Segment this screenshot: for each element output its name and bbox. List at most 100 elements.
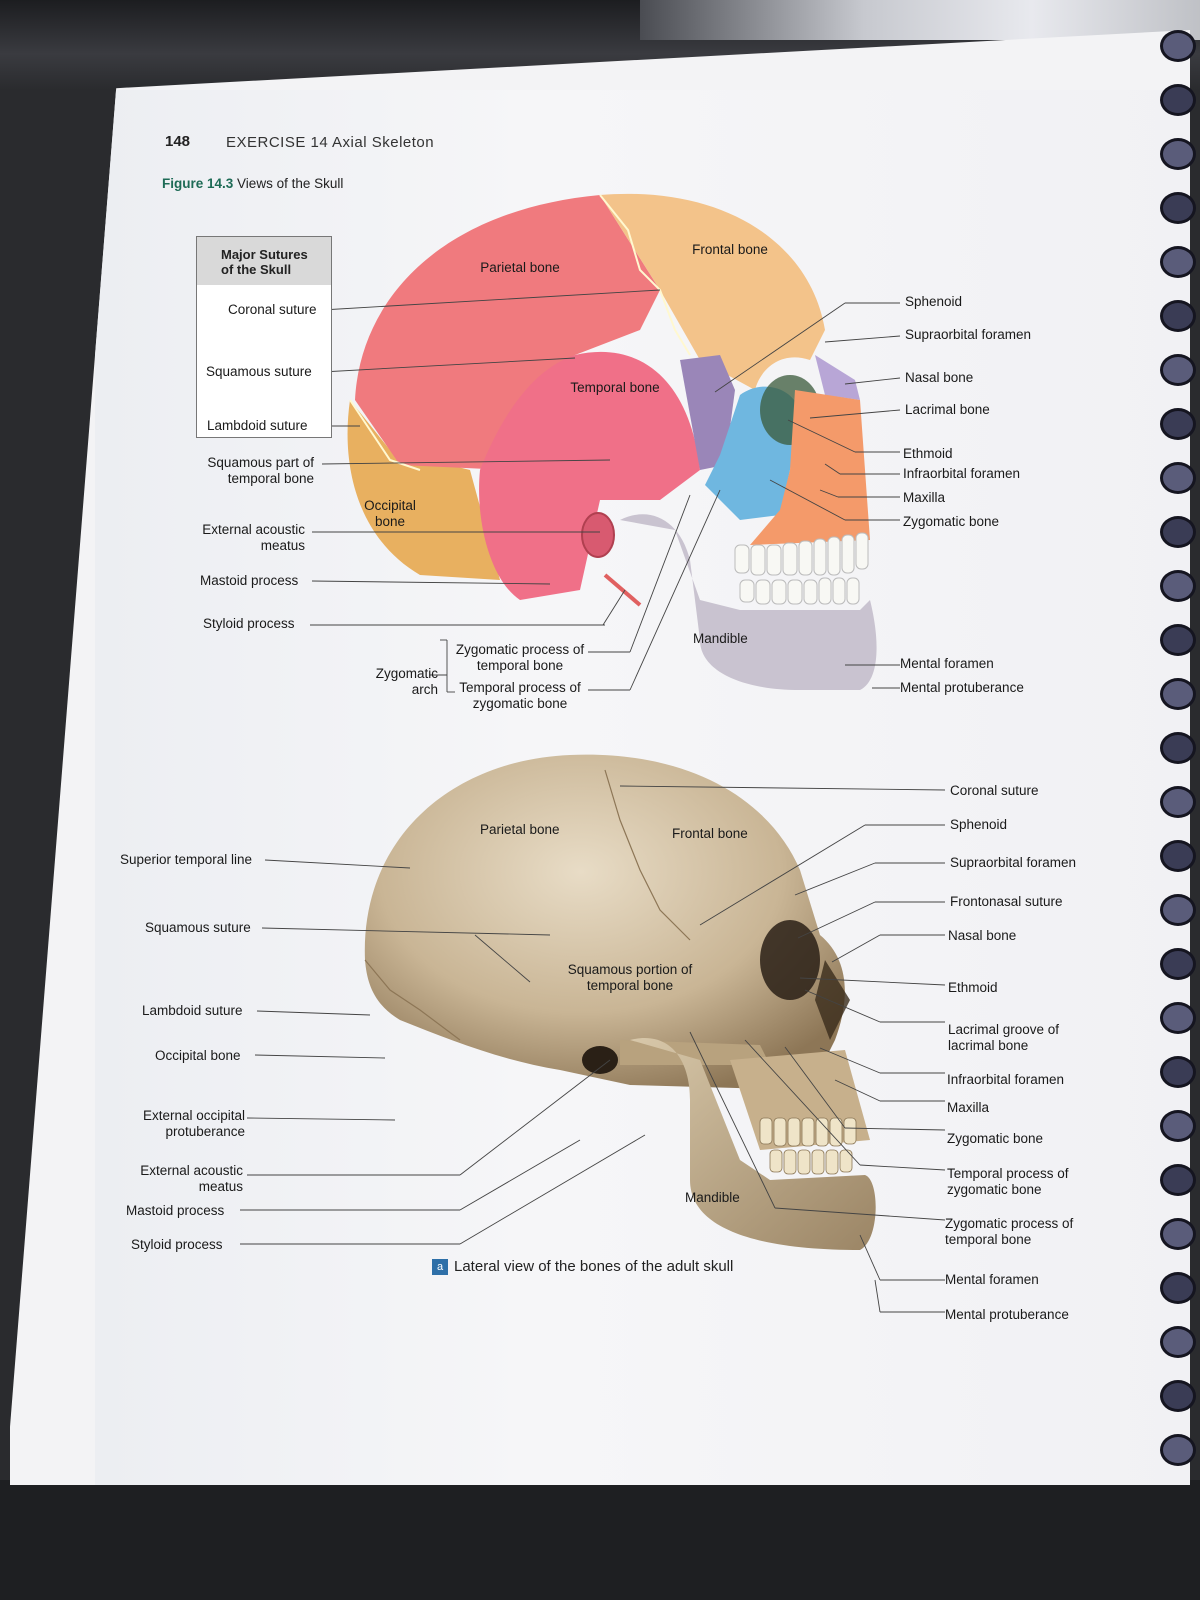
sutures-title-line2: of the Skull: [221, 262, 292, 277]
label-supraorbital-foramen-top: Supraorbital foramen: [905, 327, 1032, 342]
binding-ring: [1160, 1056, 1196, 1088]
sutures-title-line1: Major Sutures: [221, 247, 308, 262]
binding-ring: [1160, 1434, 1196, 1466]
coronal-suture-line: [599, 194, 691, 356]
styloid-process: [603, 573, 642, 607]
photo-skull: [364, 754, 876, 1250]
label-external-acoustic-meatus-bottom: External acoustic meatus: [140, 1163, 243, 1194]
bottom-leader-lines: [240, 785, 946, 1313]
exercise-heading: EXERCISE 14 Axial Skeleton: [226, 134, 435, 151]
figure-title: Views of the Skull: [237, 176, 344, 191]
label-mandible-bottom: Mandible: [685, 1190, 740, 1205]
sutures-box-title: Major Sutures of the Skull: [197, 237, 331, 285]
label-infraorbital-foramen-top: Infraorbital foramen: [903, 466, 1021, 481]
nasal-bone-region: [815, 355, 860, 400]
label-maxilla-bottom: Maxilla: [947, 1100, 990, 1115]
label-zygomatic-arch: Zygomatic arch: [375, 666, 438, 697]
binding-ring: [1160, 624, 1196, 656]
frontal-bone-region: [600, 193, 825, 390]
binding-ring: [1160, 354, 1196, 386]
binding-ring: [1160, 84, 1196, 116]
binding-ring: [1160, 840, 1196, 872]
maxilla-region: [750, 390, 870, 545]
mandible-photo: [630, 1038, 876, 1250]
temporal-bone-region: [479, 351, 700, 600]
label-superior-temporal-line: Superior temporal line: [120, 852, 253, 867]
binding-ring: [1160, 192, 1196, 224]
lambdoid-suture-line: [349, 399, 421, 471]
label-parietal-bone-top: Parietal bone: [480, 260, 560, 275]
label-nasal-bone-bottom: Nasal bone: [948, 928, 1017, 943]
label-frontal-bone-bottom: Frontal bone: [672, 826, 748, 841]
label-nasal-bone-top: Nasal bone: [905, 370, 974, 385]
label-temporal-process-zygomatic-top: Temporal process of zygomatic bone: [459, 680, 581, 711]
label-occipital-bone-top: Occipital bone: [364, 498, 416, 529]
page-number: 148: [165, 133, 191, 150]
label-infraorbital-foramen-bottom: Infraorbital foramen: [947, 1072, 1065, 1087]
label-ethmoid-top: Ethmoid: [903, 446, 953, 461]
label-ethmoid-bottom: Ethmoid: [948, 980, 998, 995]
label-mental-foramen-bottom: Mental foramen: [945, 1272, 1039, 1287]
coronal-suture-photo: [604, 769, 691, 941]
binding-ring: [1160, 1326, 1196, 1358]
binding-ring: [1160, 894, 1196, 926]
label-frontonasal-suture: Frontonasal suture: [950, 894, 1063, 909]
label-sphenoid-top: Sphenoid: [905, 294, 963, 309]
colored-skull-illustration: [347, 193, 877, 690]
label-styloid-process-bottom: Styloid process: [131, 1237, 223, 1252]
label-coronal-suture-bottom: Coronal suture: [950, 783, 1039, 798]
label-occipital-bone-bottom: Occipital bone: [155, 1048, 241, 1063]
ear-opening: [582, 1046, 618, 1074]
label-parietal-bone-bottom: Parietal bone: [480, 822, 560, 837]
sphenoid-bone-region: [680, 355, 735, 470]
label-mental-foramen-top: Mental foramen: [900, 656, 994, 671]
label-zygomatic-bone-bottom: Zygomatic bone: [947, 1131, 1044, 1146]
background-bottom: [0, 1480, 1200, 1600]
label-zygomatic-bone-top: Zygomatic bone: [903, 514, 1000, 529]
label-sphenoid-bottom: Sphenoid: [950, 817, 1008, 832]
binding-ring: [1160, 732, 1196, 764]
binding-ring: [1160, 300, 1196, 332]
binding-ring: [1160, 408, 1196, 440]
label-external-occipital-protuberance: External occipital protuberance: [142, 1108, 245, 1139]
binding-ring: [1160, 1002, 1196, 1034]
binding-ring: [1160, 1164, 1196, 1196]
binding-ring: [1160, 948, 1196, 980]
binding-ring: [1160, 138, 1196, 170]
teeth: [734, 532, 869, 605]
label-squamous-suture: Squamous suture: [206, 364, 312, 379]
label-coronal-suture: Coronal suture: [228, 302, 317, 317]
label-mental-protuberance-top: Mental protuberance: [900, 680, 1024, 695]
top-leader-lines: [310, 289, 901, 693]
label-mastoid-process-bottom: Mastoid process: [126, 1203, 225, 1218]
label-mental-protuberance-bottom: Mental protuberance: [945, 1307, 1069, 1322]
background-object: [640, 0, 1200, 40]
teeth-photo: [759, 1117, 857, 1175]
label-mandible-top: Mandible: [693, 631, 748, 646]
cranium: [364, 754, 845, 1090]
label-styloid-process-top: Styloid process: [203, 616, 295, 631]
binding-ring: [1160, 462, 1196, 494]
label-external-acoustic-meatus-top: External acoustic meatus: [202, 522, 305, 553]
label-squamous-suture-bottom: Squamous suture: [145, 920, 251, 935]
binding-ring: [1160, 1272, 1196, 1304]
label-temporal-process-zygomatic-bottom: Temporal process of zygomatic bone: [947, 1166, 1069, 1197]
label-zygomatic-process-temporal-bottom: Zygomatic process of temporal bone: [945, 1216, 1074, 1247]
label-squamous-part-temporal: Squamous part of temporal bone: [207, 455, 314, 486]
parietal-bone-region: [355, 195, 660, 470]
orbit-photo: [760, 920, 820, 1000]
binding-ring: [1160, 786, 1196, 818]
external-acoustic-meatus: [581, 512, 615, 558]
label-squamous-portion-temporal: Squamous portion of temporal bone: [567, 962, 693, 993]
label-frontal-bone-top: Frontal bone: [692, 242, 768, 257]
label-zygomatic-process-temporal-top: Zygomatic process of temporal bone: [455, 642, 585, 673]
binding-ring: [1160, 246, 1196, 278]
label-lacrimal-bone-top: Lacrimal bone: [905, 402, 990, 417]
mandible-region: [620, 514, 877, 690]
caption-text: Lateral view of the bones of the adult s…: [454, 1258, 734, 1275]
occipital-bone-region: [347, 400, 500, 580]
label-supraorbital-foramen-bottom: Supraorbital foramen: [950, 855, 1077, 870]
label-mastoid-process-top: Mastoid process: [200, 573, 299, 588]
